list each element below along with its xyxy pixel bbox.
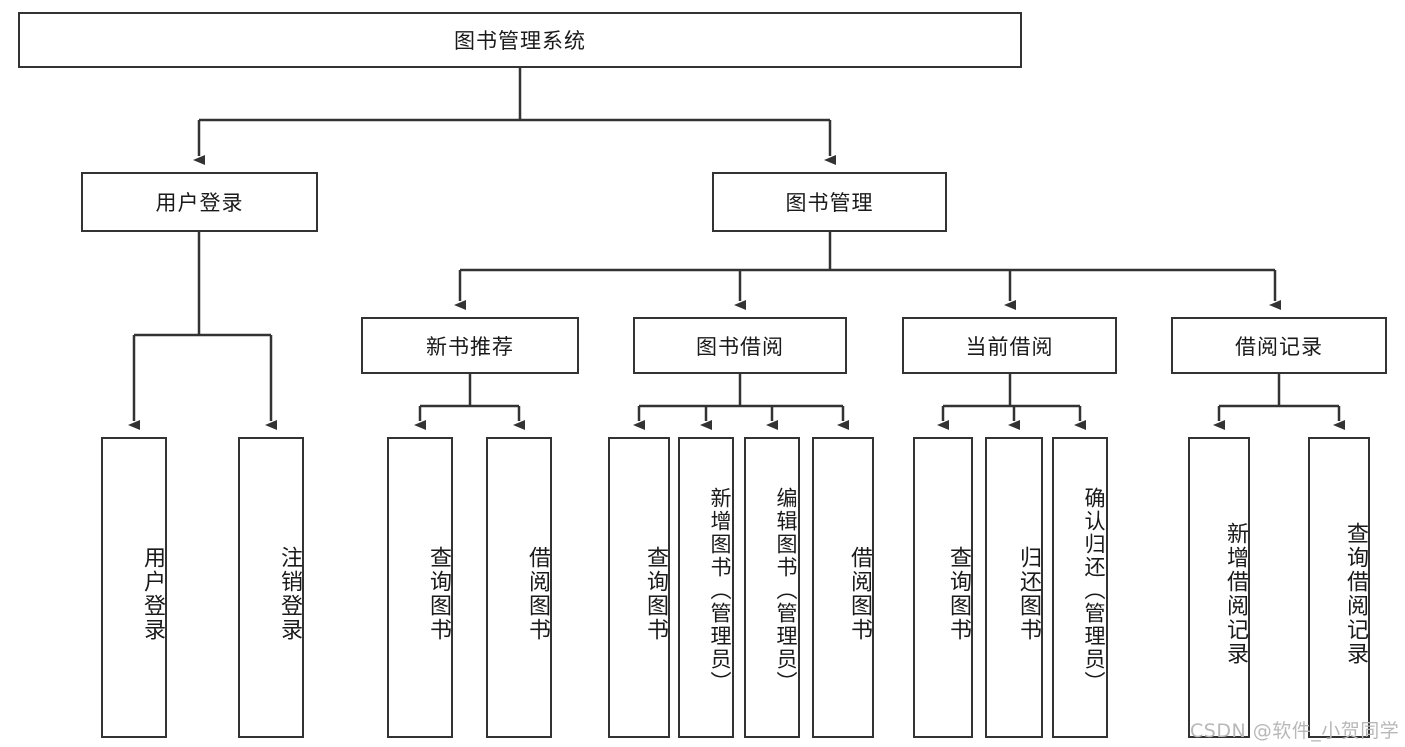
node-current-borrow[interactable]: 当前借阅	[902, 317, 1117, 374]
leaf-cb-return-book[interactable]: 归还图书	[985, 437, 1043, 738]
node-user-login-label: 用户登录	[155, 191, 244, 215]
leaf-bb-add-book-admin-label: 新增图书（管理员）	[708, 487, 732, 694]
leaf-bb-query-book[interactable]: 查询图书	[608, 437, 670, 738]
leaf-cb-confirm-return-admin[interactable]: 确认归还（管理员）	[1052, 437, 1108, 738]
leaf-bb-edit-book-admin[interactable]: 编辑图书（管理员）	[744, 437, 800, 738]
node-borrow-record[interactable]: 借阅记录	[1171, 317, 1387, 374]
node-current-borrow-label: 当前借阅	[965, 334, 1054, 359]
leaf-logout[interactable]: 注销登录	[238, 437, 304, 738]
node-new-book-recommend[interactable]: 新书推荐	[361, 317, 579, 374]
leaf-user-login[interactable]: 用户登录	[101, 437, 167, 738]
node-root-label: 图书管理系统	[454, 29, 586, 53]
leaf-nb-borrow-book[interactable]: 借阅图书	[486, 437, 552, 738]
leaf-cb-confirm-return-admin-label: 确认归还（管理员）	[1082, 487, 1106, 694]
leaf-br-add-record[interactable]: 新增借阅记录	[1188, 437, 1250, 738]
leaf-br-query-record-label: 查询借阅记录	[1343, 521, 1368, 666]
node-book-borrow[interactable]: 图书借阅	[633, 317, 847, 374]
leaf-user-login-label: 用户登录	[140, 545, 165, 642]
node-book-borrow-label: 图书借阅	[696, 334, 784, 359]
leaf-nb-borrow-book-label: 借阅图书	[525, 545, 550, 642]
leaf-br-add-record-label: 新增借阅记录	[1223, 521, 1248, 666]
leaf-nb-query-book[interactable]: 查询图书	[387, 437, 453, 738]
leaf-logout-label: 注销登录	[277, 545, 302, 642]
leaf-bb-borrow-book-label: 借阅图书	[847, 545, 872, 642]
node-book-management-label: 图书管理	[785, 191, 874, 215]
node-root[interactable]: 图书管理系统	[18, 12, 1022, 68]
node-book-management[interactable]: 图书管理	[712, 172, 947, 232]
leaf-cb-query-book-label: 查询图书	[946, 545, 971, 642]
leaf-bb-edit-book-admin-label: 编辑图书（管理员）	[774, 487, 798, 694]
leaf-cb-return-book-label: 归还图书	[1016, 545, 1041, 642]
leaf-bb-add-book-admin[interactable]: 新增图书（管理员）	[678, 437, 734, 738]
node-borrow-record-label: 借阅记录	[1235, 334, 1323, 359]
leaf-br-query-record[interactable]: 查询借阅记录	[1308, 437, 1370, 738]
leaf-bb-query-book-label: 查询图书	[643, 545, 668, 642]
node-new-book-recommend-label: 新书推荐	[426, 334, 514, 359]
node-user-login[interactable]: 用户登录	[81, 172, 318, 232]
leaf-nb-query-book-label: 查询图书	[426, 545, 451, 642]
leaf-bb-borrow-book[interactable]: 借阅图书	[812, 437, 874, 738]
leaf-cb-query-book[interactable]: 查询图书	[913, 437, 973, 738]
csdn-watermark: CSDN @软件_小贺同学	[1190, 720, 1400, 742]
